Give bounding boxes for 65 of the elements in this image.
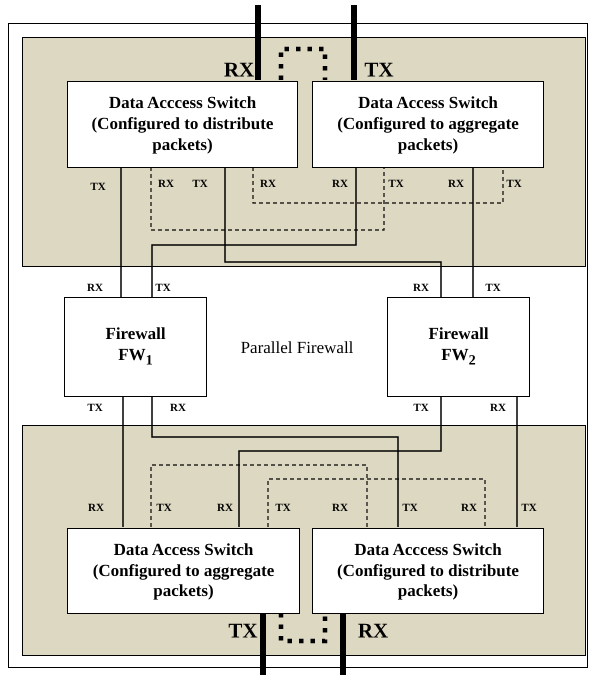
switch-box [312,81,544,168]
box-text: (Configured to aggregate packets) [336,114,520,156]
port-label: RX [490,402,506,414]
cable-line [340,613,346,675]
switch-box [312,528,544,614]
port-label: RX [332,502,348,514]
dashed-connector [267,478,486,527]
cable-line [351,5,357,80]
port-label: TX [402,502,418,514]
port-label: RX [260,178,276,190]
box-title: Data Access Switch [358,93,498,114]
panel [22,425,586,656]
dashed-connector [278,613,328,644]
box-title: Data Access Switch [114,540,254,561]
port-label: TX [388,178,404,190]
port-label: TX [413,402,429,414]
port-label: TX [506,178,522,190]
port-label: RX [217,502,233,514]
box-text: (Configured to distribute packets) [336,560,520,602]
connector-line [151,397,399,527]
firewall-box [387,297,530,397]
connector-line [151,167,357,297]
connector-line [472,167,474,297]
switch-box [67,528,300,614]
port-label: RX [158,178,174,190]
firewall-box [64,297,207,397]
port-label: TX [228,618,258,644]
box-label: Firewall FW$_{2}$ [427,324,490,370]
port-label: RX [448,178,464,190]
switch-box [67,81,298,168]
port-label: TX [87,402,103,414]
port-label: TX [364,58,394,82]
dashed-connector [278,46,328,80]
port-label: RX [461,502,477,514]
port-label: RX [358,618,388,644]
port-label: RX [413,282,429,294]
connector-line [120,167,122,297]
port-label: TX [275,502,291,514]
box-label: Firewall FW$_{1}$ [104,324,167,370]
box-text: (Configured to distribute packets) [90,114,274,156]
diagram-label: Parallel Firewall [240,338,354,358]
cable-line [260,613,266,675]
connector-line [516,397,518,527]
cable-line [255,5,261,80]
port-label: RX [332,178,348,190]
connector-line [238,397,442,527]
port-label: TX [521,502,537,514]
port-label: TX [485,282,501,294]
box-title: Data Acccess Switch [354,540,502,561]
port-label: TX [155,282,171,294]
port-label: TX [192,178,208,190]
port-label: TX [156,502,172,514]
port-label: TX [90,181,106,193]
port-label: RX [224,58,254,82]
port-label: RX [170,402,186,414]
connector-line [224,167,442,297]
port-label: RX [87,282,103,294]
box-text: (Configured to aggregate packets) [92,560,276,602]
box-title: Data Acccess Switch [108,93,256,114]
dashed-connector [150,464,368,527]
port-label: RX [88,502,104,514]
connector-line [122,397,124,527]
panel [22,37,586,267]
dashed-connector [150,167,385,231]
dashed-connector [252,167,504,204]
